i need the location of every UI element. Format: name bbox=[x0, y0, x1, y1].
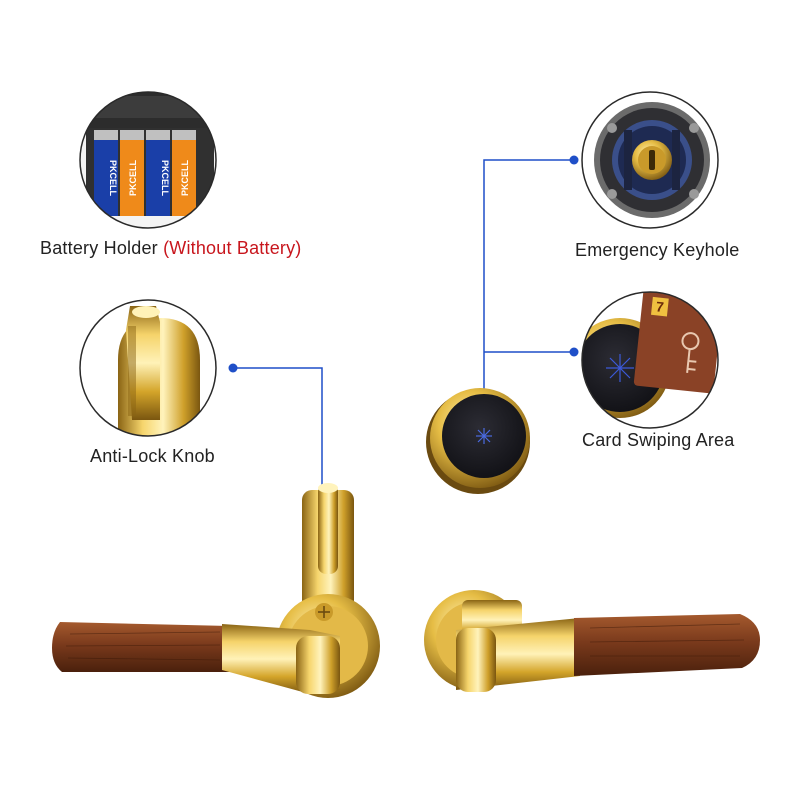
emergency-keyhole-label: Emergency Keyhole bbox=[575, 240, 740, 260]
card-swiping-photo: 7 bbox=[581, 291, 719, 429]
card-reader-unit bbox=[426, 388, 530, 494]
knob-connector-line bbox=[233, 367, 323, 493]
anti-lock-knob-label: Anti-Lock Knob bbox=[90, 446, 215, 466]
battery-holder-label: Battery Holder (Without Battery) bbox=[40, 238, 302, 259]
battery-brand-text: PKCELL bbox=[128, 159, 138, 196]
anti-lock-knob-photo bbox=[79, 299, 217, 437]
battery-brand-text: PKCELL bbox=[160, 160, 170, 197]
battery-holder-note: (Without Battery) bbox=[163, 238, 302, 258]
card-number-text: 7 bbox=[655, 298, 665, 315]
battery-brand-text: PKCELL bbox=[180, 159, 190, 196]
connector-dots bbox=[228, 155, 579, 373]
battery-holder-photo: PKCELL PKCELL PKCELL PKCELL bbox=[79, 91, 217, 229]
right-door-handle bbox=[424, 590, 760, 692]
emergency-keyhole-photo bbox=[581, 91, 719, 229]
battery-holder-label-text: Battery Holder bbox=[40, 238, 158, 258]
connector-lines bbox=[233, 159, 574, 493]
keyhole-connector-line bbox=[483, 159, 574, 410]
left-door-handle bbox=[52, 483, 380, 698]
battery-brand-text: PKCELL bbox=[108, 160, 118, 197]
card-swiping-area-label: Card Swiping Area bbox=[582, 430, 735, 450]
rfid-indicator-icon bbox=[476, 428, 492, 444]
